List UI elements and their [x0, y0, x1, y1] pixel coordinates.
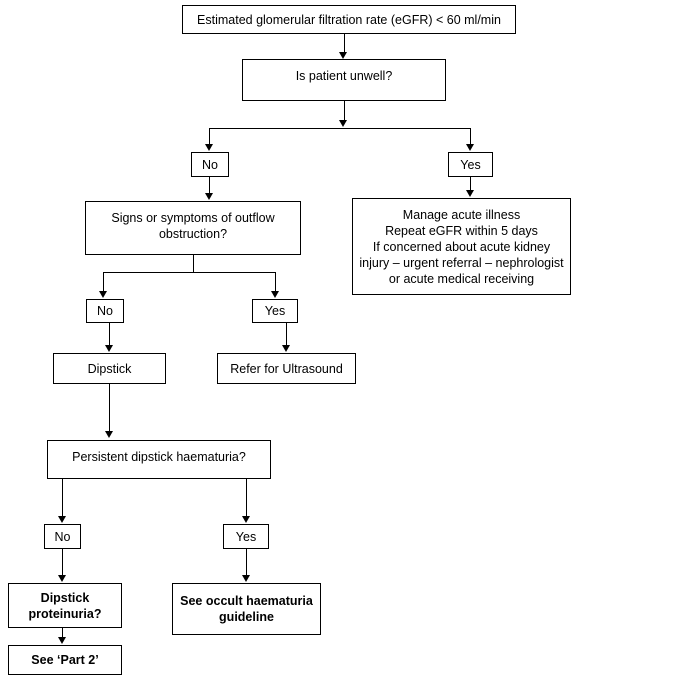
connector-haematuria-to-yes — [246, 479, 247, 516]
node-see-part-2-label: See ‘Part 2’ — [31, 653, 99, 667]
node-outflow-obstruction: Signs or symptoms of outflow obstruction… — [85, 201, 301, 255]
arrowhead-split-to-outflow-yes — [271, 291, 279, 298]
node-start: Estimated glomerular filtration rate (eG… — [182, 5, 516, 34]
connector-split-to-outflow-no — [103, 272, 104, 291]
connector-outflow-no-to-dipstick — [109, 323, 110, 346]
connector-unwell-yes-to-manage — [470, 177, 471, 191]
arrowhead-haematuria-to-no — [58, 516, 66, 523]
connector-unwell-no-to-outflow — [209, 177, 210, 194]
node-persistent-haematuria: Persistent dipstick haematuria? — [47, 440, 271, 479]
arrowhead-unwell-to-split — [339, 120, 347, 127]
label-unwell-no: No — [191, 152, 229, 177]
arrowhead-split-to-unwell-no — [205, 144, 213, 151]
arrowhead-outflow-no-to-dipstick — [105, 345, 113, 352]
connector-split-to-unwell-yes — [470, 128, 471, 145]
arrowhead-dipstick-to-haematuria — [105, 431, 113, 438]
connector-unwell-split-bar — [209, 128, 471, 129]
arrowhead-proteinuria-to-part2 — [58, 637, 66, 644]
connector-split-to-outflow-yes — [275, 272, 276, 291]
arrowhead-yes-to-occult — [242, 575, 250, 582]
label-unwell-yes-text: Yes — [460, 157, 481, 172]
label-haematuria-yes-text: Yes — [235, 529, 257, 544]
node-occult-haematuria-guideline-label: See occult haematuria guideline — [180, 594, 313, 624]
arrowhead-unwell-no-to-outflow — [205, 193, 213, 200]
label-haematuria-yes: Yes — [223, 524, 269, 549]
label-outflow-yes-text: Yes — [264, 304, 286, 318]
connector-outflow-split-bar — [103, 272, 275, 273]
label-outflow-no: No — [86, 299, 124, 323]
arrowhead-no-to-proteinuria — [58, 575, 66, 582]
arrowhead-outflow-yes-to-ultrasound — [282, 345, 290, 352]
label-outflow-no-text: No — [97, 304, 113, 318]
connector-yes-to-occult — [246, 549, 247, 576]
node-refer-ultrasound-label: Refer for Ultrasound — [230, 361, 343, 376]
node-is-patient-unwell-label: Is patient unwell? — [295, 69, 393, 83]
connector-no-to-proteinuria — [62, 549, 63, 576]
arrowhead-split-to-unwell-yes — [466, 144, 474, 151]
connector-start-to-unwell — [344, 34, 345, 53]
arrowhead-start-to-unwell — [339, 52, 347, 59]
node-start-label: Estimated glomerular filtration rate (eG… — [197, 12, 501, 27]
connector-split-to-unwell-no — [209, 128, 210, 145]
node-dipstick-proteinuria-label: Dipstick proteinuria? — [28, 590, 102, 621]
arrowhead-unwell-yes-to-manage — [466, 190, 474, 197]
label-haematuria-no: No — [44, 524, 81, 549]
node-dipstick-label: Dipstick — [87, 361, 132, 376]
connector-dipstick-to-haematuria — [109, 384, 110, 431]
arrowhead-split-to-outflow-no — [99, 291, 107, 298]
node-is-patient-unwell: Is patient unwell? — [242, 59, 446, 101]
node-refer-ultrasound: Refer for Ultrasound — [217, 353, 356, 384]
arrowhead-haematuria-to-yes — [242, 516, 250, 523]
node-manage-acute-illness: Manage acute illness Repeat eGFR within … — [352, 198, 571, 295]
label-outflow-yes: Yes — [252, 299, 298, 323]
node-dipstick: Dipstick — [53, 353, 166, 384]
node-dipstick-proteinuria: Dipstick proteinuria? — [8, 583, 122, 628]
node-persistent-haematuria-label: Persistent dipstick haematuria? — [72, 450, 246, 464]
node-see-part-2: See ‘Part 2’ — [8, 645, 122, 675]
connector-proteinuria-to-part2 — [62, 628, 63, 638]
label-unwell-no-text: No — [202, 157, 218, 172]
node-occult-haematuria-guideline: See occult haematuria guideline — [172, 583, 321, 635]
connector-haematuria-to-no — [62, 479, 63, 516]
label-unwell-yes: Yes — [448, 152, 493, 177]
label-haematuria-no-text: No — [54, 529, 71, 544]
node-outflow-obstruction-label: Signs or symptoms of outflow obstruction… — [111, 211, 275, 241]
connector-outflow-yes-to-ultrasound — [286, 323, 287, 346]
node-manage-acute-illness-label: Manage acute illness Repeat eGFR within … — [359, 207, 564, 286]
connector-unwell-to-split — [344, 101, 345, 121]
connector-outflow-to-split — [193, 255, 194, 272]
